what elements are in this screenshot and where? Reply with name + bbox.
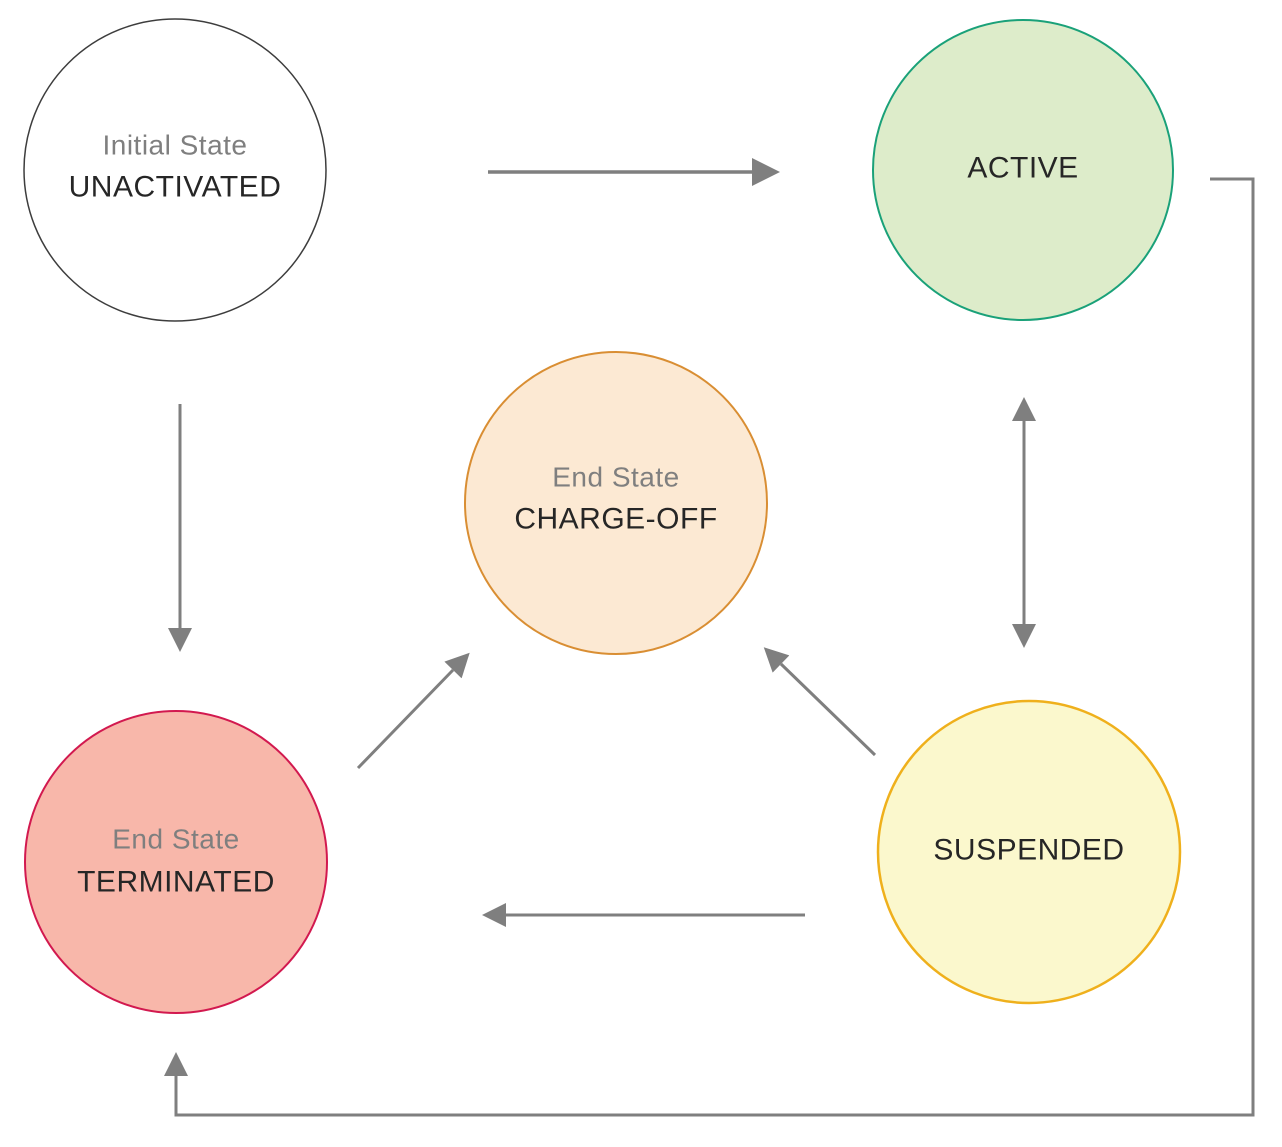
edge-active-to-terminated — [164, 177, 1255, 1117]
state-node-charge-off: End State CHARGE-OFF — [464, 351, 768, 655]
charge-off-label: CHARGE-OFF — [514, 503, 717, 536]
state-node-active: ACTIVE — [872, 19, 1174, 321]
suspended-label: SUSPENDED — [933, 834, 1124, 867]
state-node-terminated: End State TERMINATED — [24, 710, 328, 1014]
charge-off-sublabel: End State — [552, 462, 679, 493]
charge-off-circle — [464, 351, 768, 655]
state-node-unactivated: Initial State UNACTIVATED — [23, 18, 327, 322]
state-node-suspended: SUSPENDED — [876, 699, 1182, 1005]
edge-suspended-to-chargeoff — [763, 647, 877, 757]
suspended-circle — [876, 699, 1182, 1005]
edge-terminated-to-chargeoff — [356, 652, 470, 770]
terminated-circle — [24, 710, 328, 1014]
edges-layer — [164, 158, 1255, 1117]
unactivated-sublabel: Initial State — [102, 130, 247, 161]
active-circle — [872, 19, 1174, 321]
unactivated-label: UNACTIVATED — [69, 171, 282, 204]
terminated-label: TERMINATED — [77, 866, 275, 899]
terminated-sublabel: End State — [112, 824, 239, 855]
active-label: ACTIVE — [967, 152, 1078, 185]
nodes-layer: Initial State UNACTIVATED ACTIVE End Sta… — [23, 18, 1182, 1014]
unactivated-circle — [23, 18, 327, 322]
